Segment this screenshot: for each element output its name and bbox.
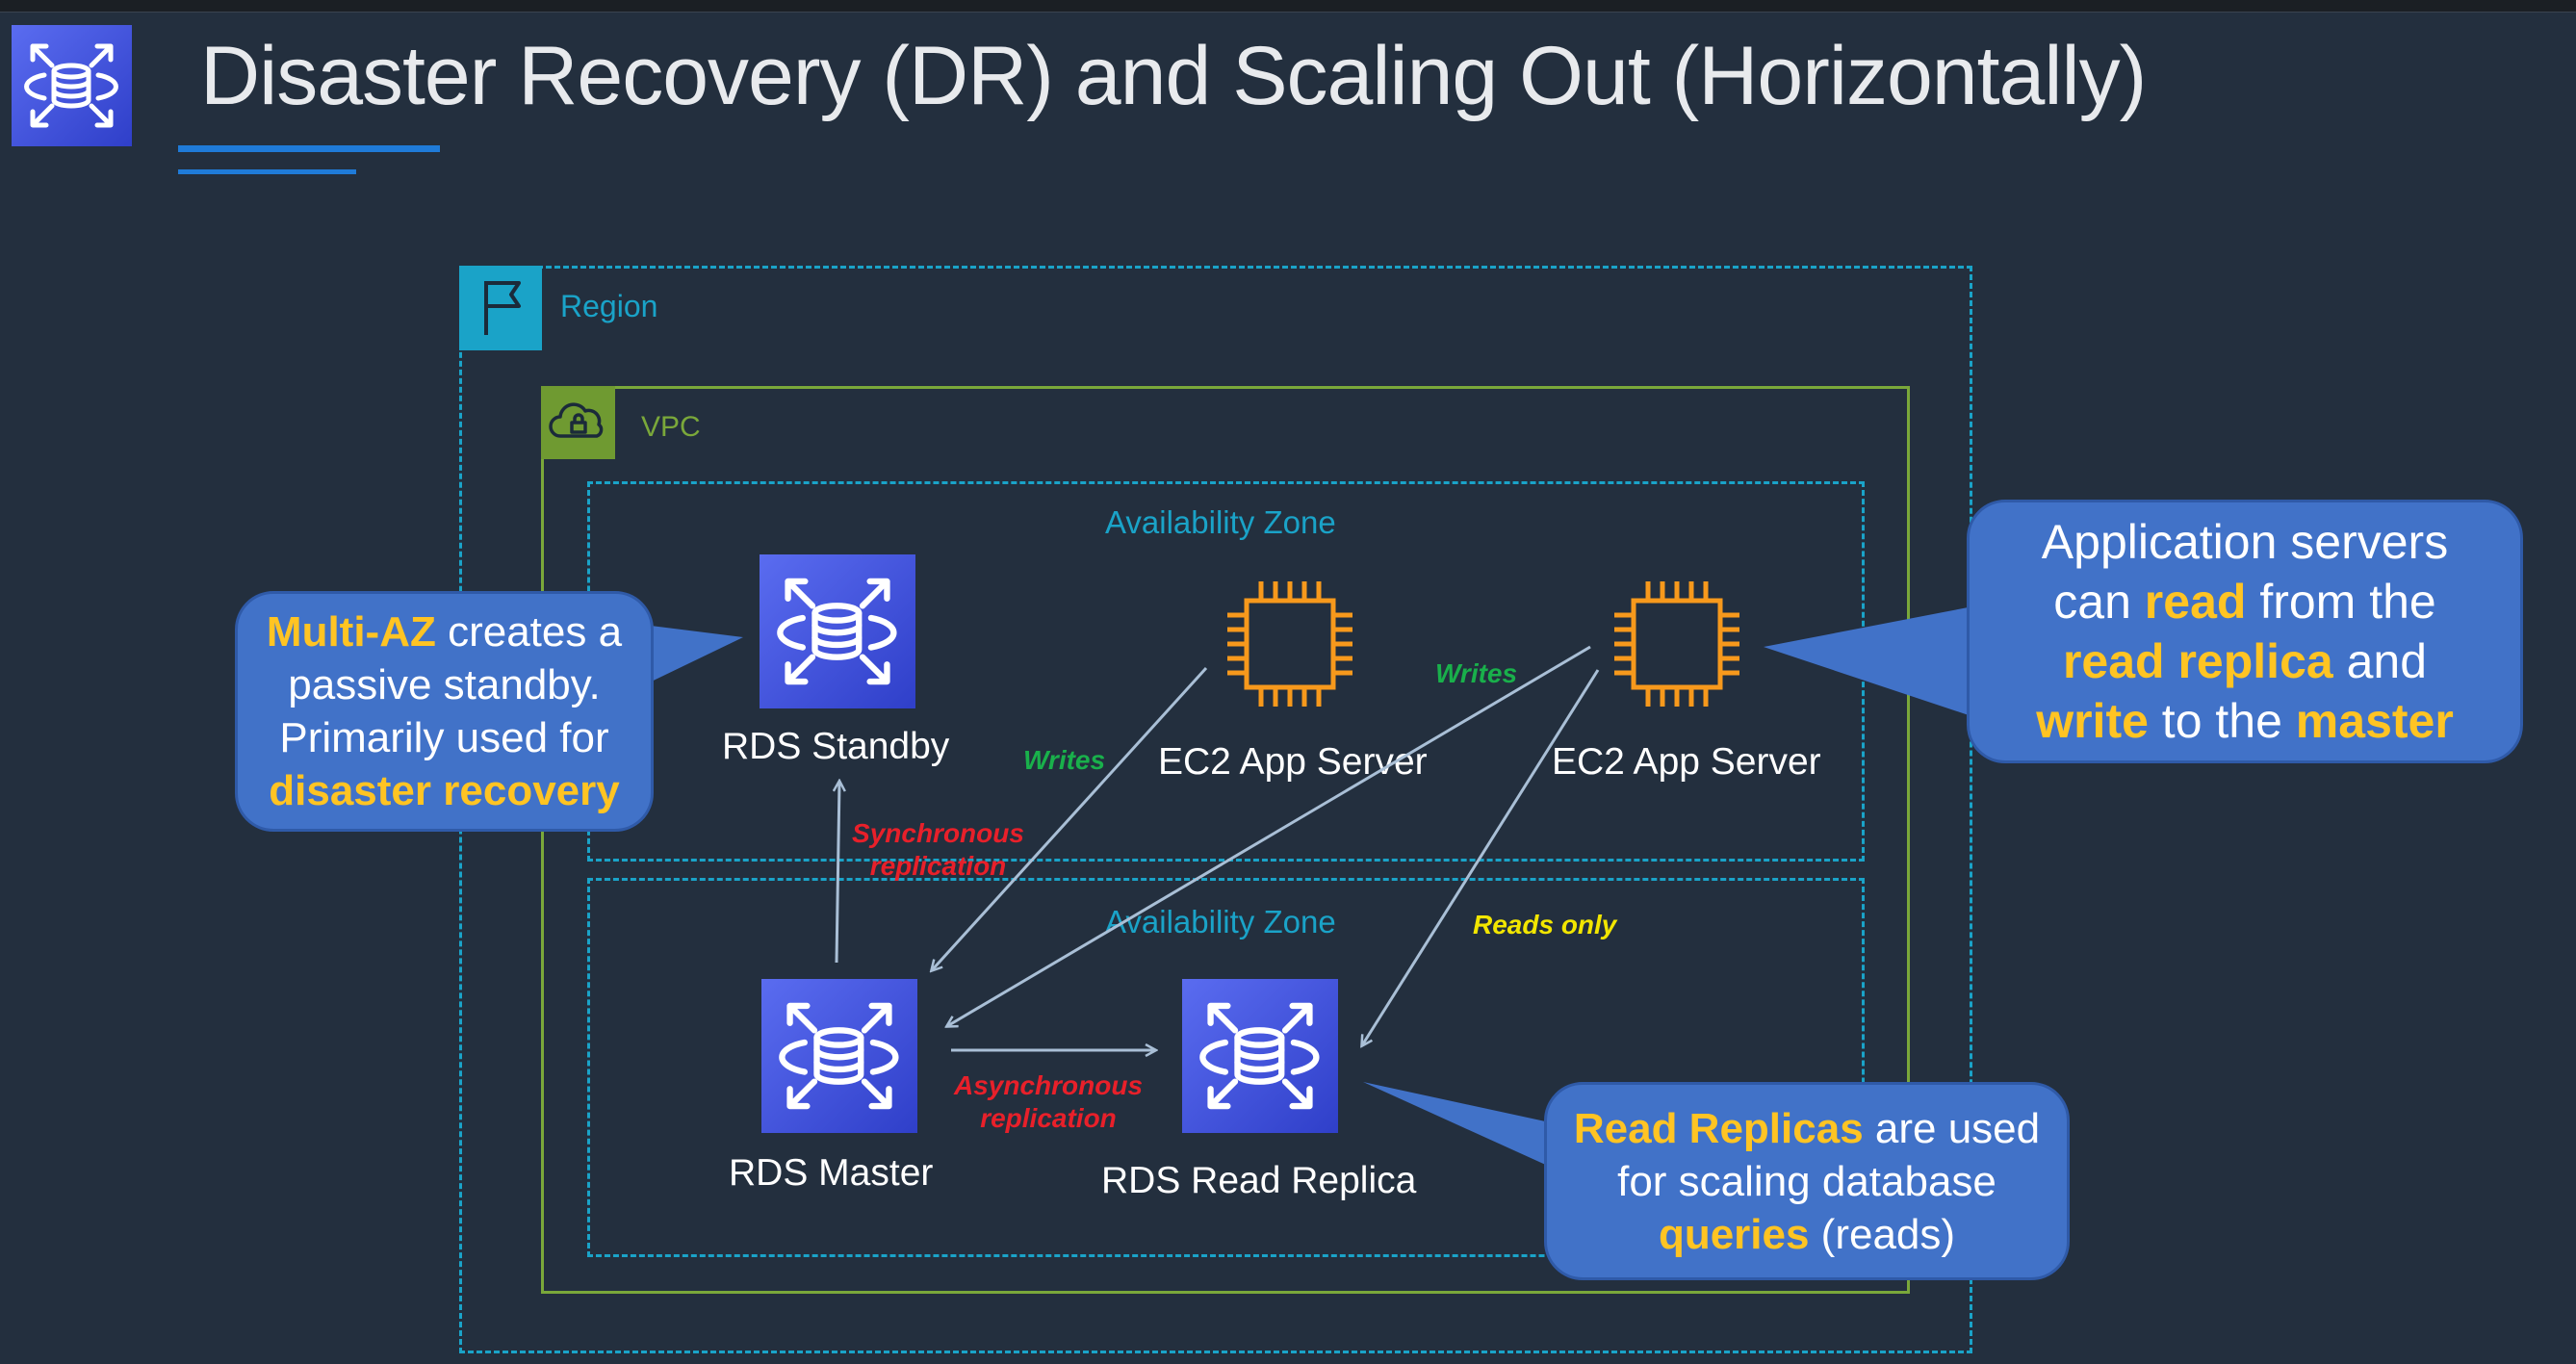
rds-master-label: RDS Master <box>729 1152 934 1194</box>
read-replicas-callout-pointer <box>1363 1082 1550 1167</box>
writes-arrow-2 <box>947 645 1591 1026</box>
ec2-app-server-2-label: EC2 App Server <box>1552 741 1821 783</box>
sync-replication-arrow <box>837 782 839 964</box>
page-title: Disaster Recovery (DR) and Scaling Out (… <box>200 30 2147 122</box>
region-flag-icon <box>459 266 542 350</box>
ec2-app-server-1-chip-icon <box>1218 572 1362 716</box>
writes-arrow-1 <box>932 666 1208 970</box>
rds-standby-icon <box>760 554 915 708</box>
vpc-boundary <box>541 386 1910 1294</box>
asynchronous-replication-label: Asynchronous replication <box>953 1070 1144 1133</box>
multi-az-callout-pointer <box>635 624 743 689</box>
rds-logo-icon <box>12 25 132 146</box>
availability-zone-bottom <box>587 878 1865 1257</box>
rds-read-replica-label: RDS Read Replica <box>1101 1160 1417 1201</box>
vpc-label: VPC <box>641 411 701 443</box>
region-label: Region <box>560 289 658 323</box>
read-replicas-callout: Read Replicas are used for scaling datab… <box>1544 1082 2070 1280</box>
ec2-app-server-2-chip-icon <box>1605 572 1749 716</box>
writes-label-1: Writes <box>1023 745 1106 775</box>
availability-zone-top-label: Availability Zone <box>1105 504 1336 540</box>
vpc-cloud-lock-icon <box>541 386 615 459</box>
app-servers-callout-pointer <box>1764 605 1983 720</box>
rds-master-icon <box>761 979 917 1133</box>
reads-only-arrow <box>1362 669 1600 1045</box>
title-underline <box>178 145 440 152</box>
multi-az-callout: Multi-AZ creates a passive standby. Prim… <box>235 591 654 832</box>
app-servers-callout: Application servers can read from the re… <box>1967 500 2523 763</box>
rds-read-replica-icon <box>1182 979 1338 1133</box>
ec2-app-server-1-label: EC2 App Server <box>1158 741 1428 783</box>
writes-label-2: Writes <box>1435 658 1518 688</box>
window-top-bar <box>0 0 2576 13</box>
reads-only-label: Reads only <box>1473 910 1617 939</box>
rds-standby-label: RDS Standby <box>722 726 950 767</box>
synchronous-replication-label: Synchronous replication <box>852 818 1024 881</box>
title-underline-secondary <box>178 169 356 174</box>
